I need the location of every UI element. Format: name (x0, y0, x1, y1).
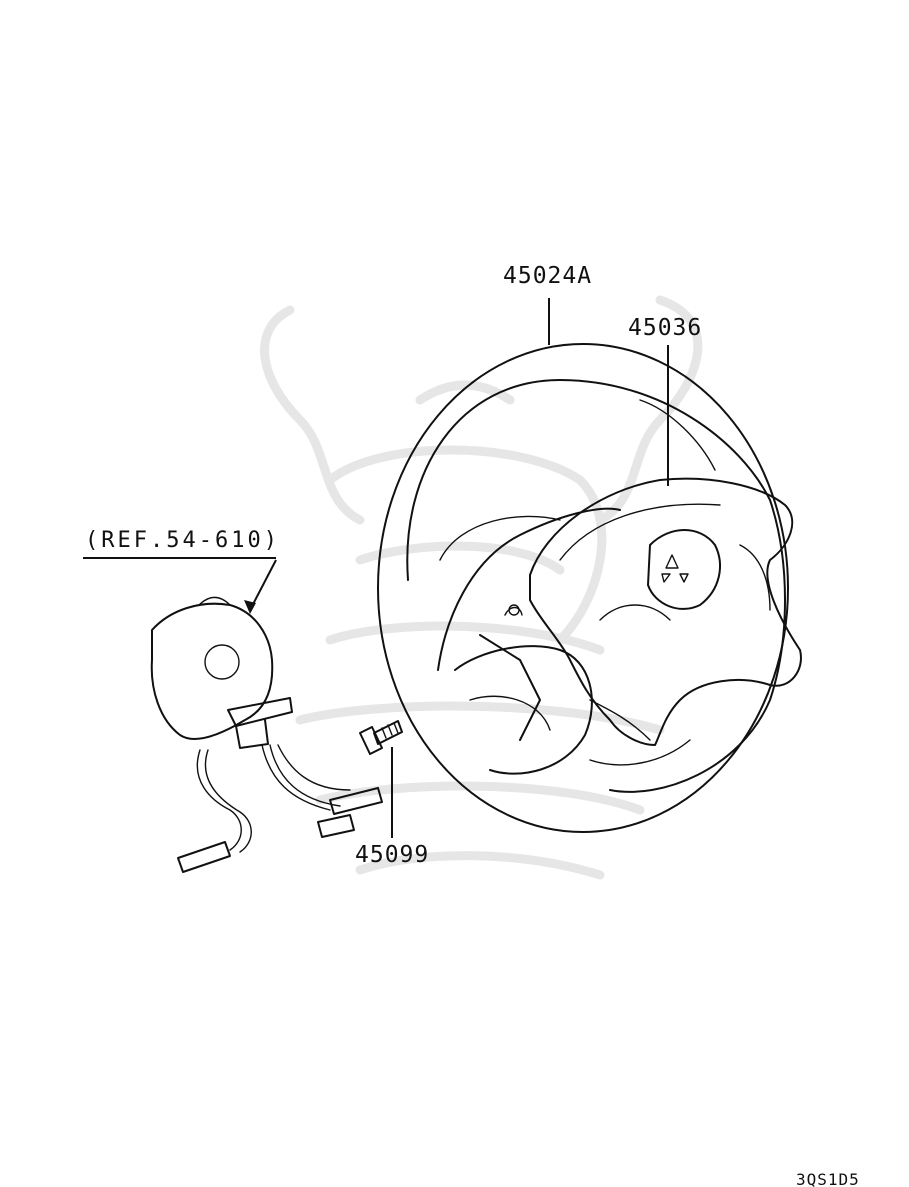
part-number-airbag-module: 45036 (628, 315, 702, 341)
leader-arrowhead (244, 600, 256, 614)
leader-lines (83, 298, 669, 838)
part-number-steering-wheel: 45024A (503, 263, 592, 289)
diagram-code: 3QS1D5 (796, 1170, 860, 1187)
watermark-graphic (260, 295, 703, 880)
steering-wheel-drawing (377, 343, 802, 833)
reference-label: (REF.54-610) (85, 528, 280, 553)
bolt-drawing (359, 720, 403, 755)
leader-line-reference (249, 559, 277, 611)
part-number-bolt: 45099 (355, 842, 429, 868)
clock-spring-drawing (150, 596, 383, 873)
